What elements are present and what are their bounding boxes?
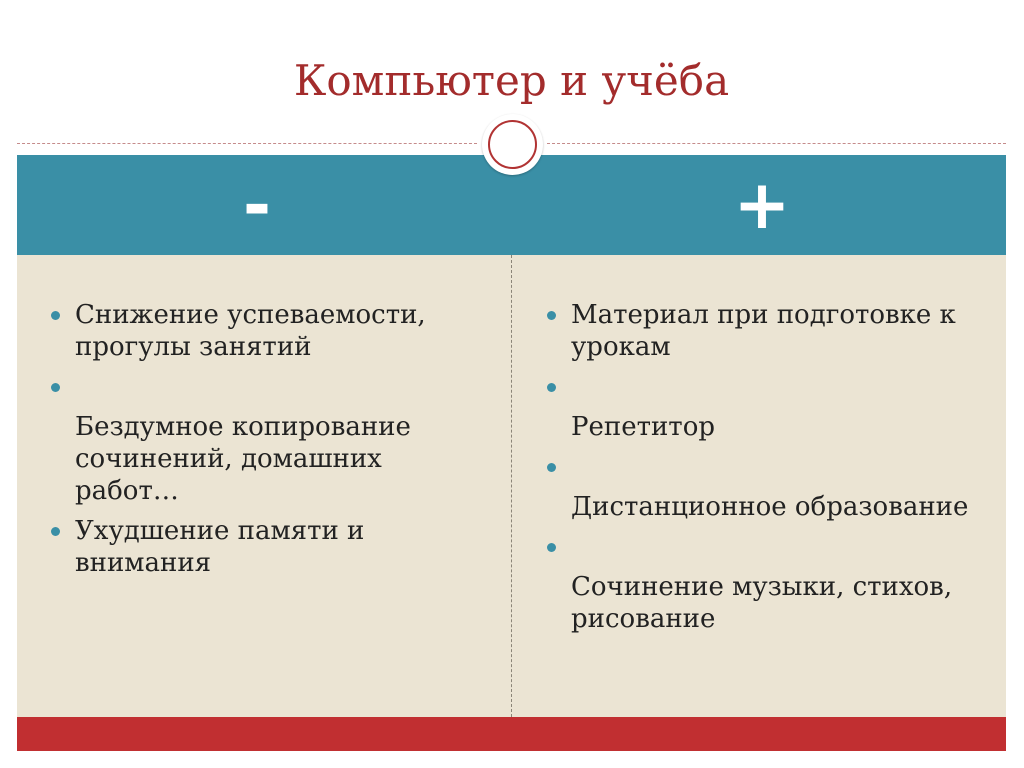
column-divider [511, 255, 512, 717]
slide: Компьютер и учёба - + Снижение успеваемо… [17, 17, 1006, 751]
list-item [547, 451, 987, 483]
title-divider-right [547, 143, 1006, 144]
content-area: Снижение успеваемости, прогулы занятий Б… [17, 255, 1006, 717]
ring-ornament-icon [482, 114, 543, 175]
list-item-text: Репетитор [571, 412, 715, 442]
list-item: Дистанционное образование [547, 491, 987, 523]
list-item [547, 531, 987, 563]
list-item-text: Материал при подготовке к урокам [571, 300, 956, 362]
list-item-text: Снижение успеваемости, прогулы занятий [75, 300, 426, 362]
bullet-icon [51, 311, 60, 320]
bullet-icon [51, 527, 60, 536]
cons-column: Снижение успеваемости, прогулы занятий Б… [51, 299, 491, 587]
list-item: Снижение успеваемости, прогулы занятий [51, 299, 491, 363]
bullet-icon [51, 383, 60, 392]
list-item-text: Сочинение музыки, стихов, рисование [571, 572, 953, 634]
list-item [51, 371, 491, 403]
slide-title: Компьютер и учёба [293, 55, 730, 105]
plus-heading: + [733, 165, 791, 245]
list-item-text: Дистанционное образование [571, 492, 969, 522]
bullet-icon [547, 383, 556, 392]
pros-column: Материал при подготовке к урокам Репетит… [547, 299, 987, 643]
bullet-icon [547, 543, 556, 552]
ring-inner [488, 120, 537, 169]
list-item-text: Ухудшение памяти и внимания [75, 516, 365, 578]
title-divider-left [17, 143, 477, 144]
list-item: Ухудшение памяти и внимания [51, 515, 491, 579]
bullet-icon [547, 311, 556, 320]
minus-heading: - [242, 165, 272, 245]
list-item: Бездумное копирование сочинений, домашни… [51, 411, 491, 507]
list-item-text: Бездумное копирование сочинений, домашни… [75, 412, 411, 506]
list-item: Сочинение музыки, стихов, рисование [547, 571, 987, 635]
bullet-icon [547, 463, 556, 472]
list-item: Репетитор [547, 411, 987, 443]
footer-band [17, 717, 1006, 751]
list-item: Материал при подготовке к урокам [547, 299, 987, 363]
list-item [547, 371, 987, 403]
